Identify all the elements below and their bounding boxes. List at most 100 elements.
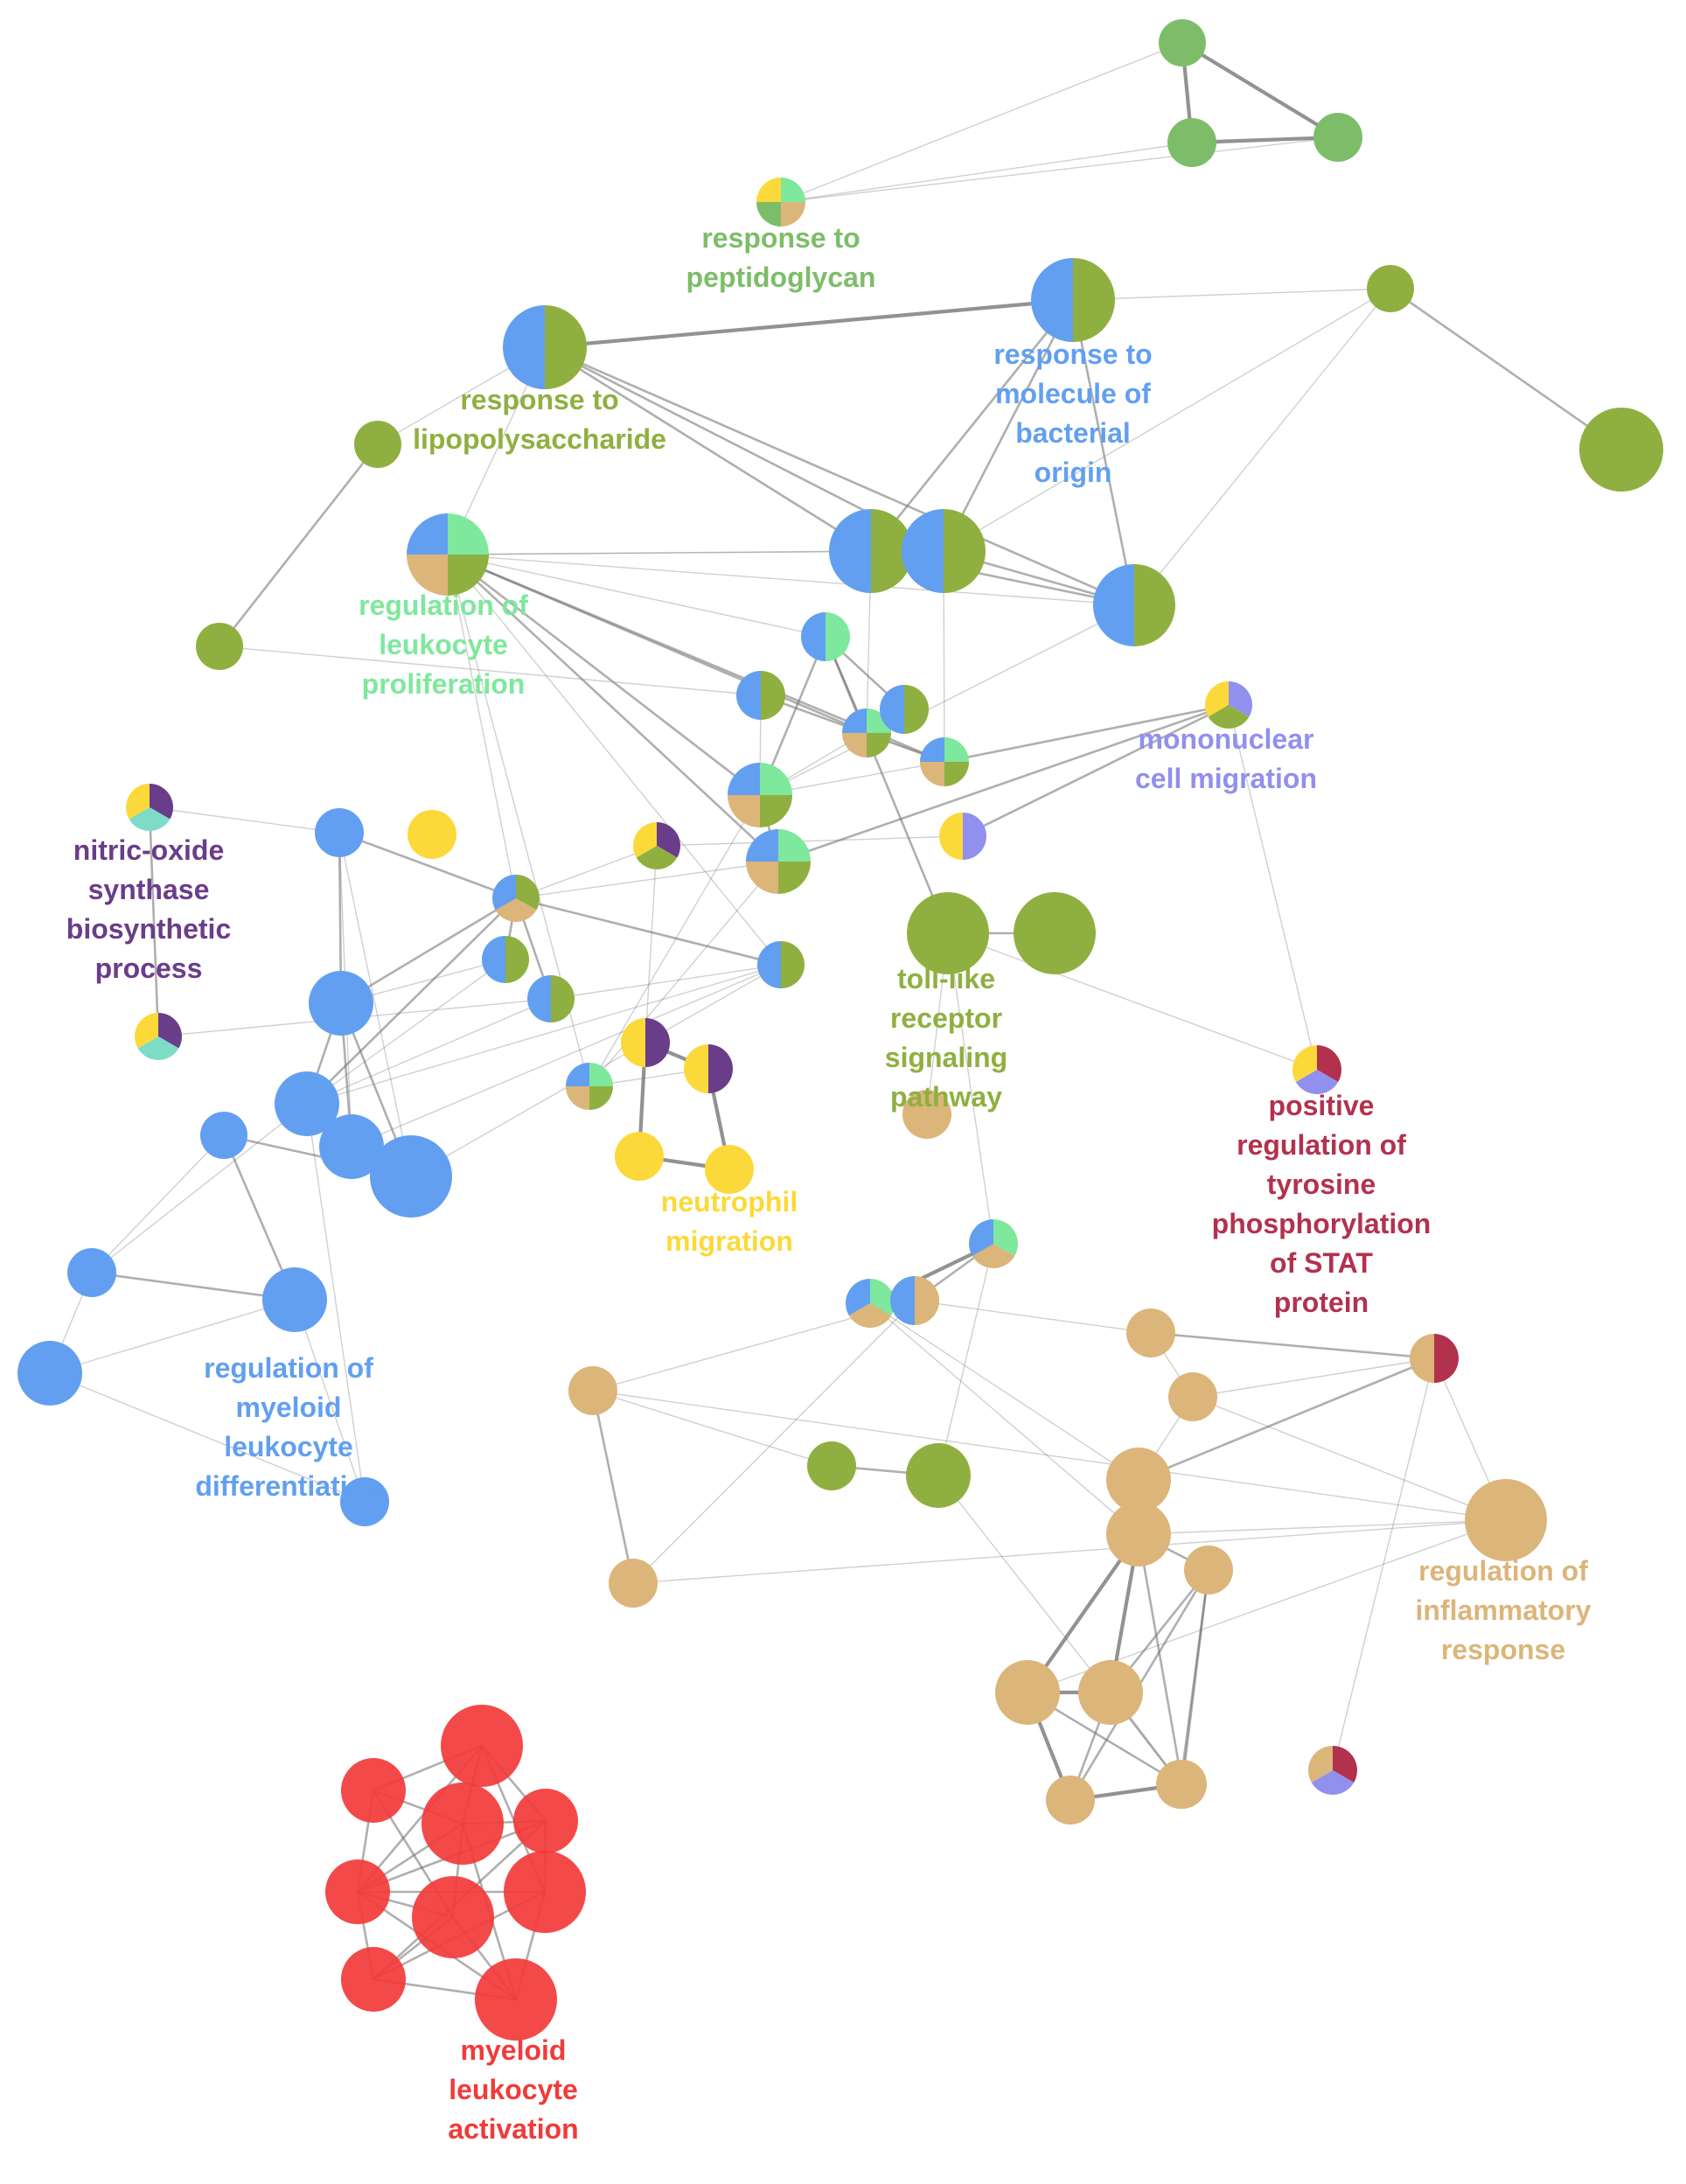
node-b10[interactable] — [370, 1135, 452, 1218]
node-r3[interactable] — [513, 1789, 578, 1853]
node-mono[interactable] — [1205, 681, 1253, 729]
node-stat1[interactable] — [1292, 1045, 1341, 1094]
node-y4[interactable] — [615, 1132, 664, 1181]
node-q3[interactable] — [890, 1276, 939, 1325]
node-lps[interactable] — [503, 305, 587, 389]
node-t7[interactable] — [1106, 1502, 1171, 1566]
node-t10[interactable] — [1078, 1660, 1143, 1725]
node-b8[interactable] — [275, 1071, 339, 1136]
node-p6[interactable] — [728, 763, 792, 827]
node-b11[interactable] — [200, 1112, 247, 1159]
edge-mono-p5 — [944, 703, 1230, 764]
node-g3[interactable] — [1313, 113, 1362, 162]
edge-p8-p9 — [656, 835, 964, 847]
node-p9[interactable] — [633, 822, 681, 869]
node-r9[interactable] — [475, 1958, 557, 2041]
node-r1[interactable] — [441, 1705, 523, 1787]
node-t2[interactable] — [1126, 1308, 1175, 1357]
node-r7[interactable] — [412, 1876, 494, 1958]
node-p4[interactable] — [880, 685, 929, 734]
node-nos1[interactable] — [126, 784, 173, 831]
node-t9[interactable] — [995, 1660, 1060, 1725]
edge-g1-g3 — [1181, 41, 1340, 139]
node-t14[interactable] — [1158, 1760, 1207, 1809]
node-tlr2[interactable] — [1014, 892, 1096, 974]
node-p7[interactable] — [746, 829, 811, 894]
node-r6[interactable] — [504, 1851, 586, 1933]
node-m3-slice-olive — [1134, 564, 1175, 646]
node-o6[interactable] — [906, 1443, 971, 1508]
node-y3[interactable] — [684, 1044, 733, 1093]
node-b9[interactable] — [319, 1114, 384, 1179]
edge-o3-bac — [1072, 288, 1391, 301]
node-b1-disc — [315, 808, 364, 857]
node-o5[interactable] — [807, 1441, 856, 1490]
node-stat2[interactable] — [1410, 1334, 1459, 1383]
node-p2[interactable] — [736, 671, 785, 720]
node-q1[interactable] — [969, 1219, 1018, 1268]
edge-b1-b10 — [338, 832, 412, 1177]
node-m3[interactable] — [1093, 564, 1175, 646]
node-o4[interactable] — [1579, 408, 1663, 492]
node-t12[interactable] — [1046, 1776, 1095, 1825]
node-g1[interactable] — [1159, 19, 1206, 66]
node-m1[interactable] — [829, 509, 913, 593]
node-b5[interactable] — [566, 1063, 613, 1110]
node-b4[interactable] — [527, 975, 575, 1022]
lbl-inflammatory-line: regulation of — [1418, 1555, 1588, 1587]
node-b14[interactable] — [17, 1341, 82, 1406]
node-b2[interactable] — [492, 875, 540, 922]
node-y5-disc — [705, 1145, 754, 1194]
node-y2-slice-yellow — [621, 1018, 645, 1067]
node-t11[interactable] — [1465, 1479, 1547, 1561]
node-o3[interactable] — [1367, 265, 1414, 312]
lbl-stat-line: tyrosine — [1267, 1169, 1376, 1200]
node-p3-slice-lightgreen — [867, 708, 891, 733]
node-y5[interactable] — [705, 1145, 754, 1194]
node-b12[interactable] — [262, 1267, 327, 1332]
node-b1[interactable] — [315, 808, 364, 857]
node-p1[interactable] — [801, 612, 850, 661]
node-pep[interactable] — [756, 178, 805, 227]
node-t3[interactable] — [1168, 1372, 1217, 1421]
node-b6[interactable] — [309, 971, 373, 1036]
node-y1[interactable] — [408, 810, 456, 859]
node-p3[interactable] — [842, 708, 891, 757]
node-r4[interactable] — [422, 1783, 504, 1865]
node-t5[interactable] — [609, 1559, 658, 1608]
node-r8[interactable] — [341, 1947, 406, 2012]
node-q2[interactable] — [846, 1279, 895, 1328]
node-tlr1[interactable] — [907, 892, 989, 974]
node-p5[interactable] — [920, 737, 969, 786]
node-stat3[interactable] — [1308, 1746, 1357, 1796]
node-rlp[interactable] — [407, 513, 489, 596]
node-p7-slice-blue — [746, 829, 778, 862]
edge-t2-stat2 — [1150, 1331, 1435, 1360]
node-t4[interactable] — [568, 1366, 617, 1415]
node-o2[interactable] — [196, 623, 243, 670]
edge-rlp-b7 — [447, 554, 782, 966]
node-p3-slice-olive — [867, 733, 891, 757]
edge-p1-tlr1 — [824, 636, 950, 934]
node-b7[interactable] — [757, 941, 805, 988]
node-b3[interactable] — [482, 936, 529, 983]
node-t6[interactable] — [1106, 1448, 1171, 1512]
node-stat1-slice-lavender — [1295, 1070, 1339, 1094]
node-m2[interactable] — [902, 509, 986, 593]
node-bac[interactable] — [1031, 258, 1115, 342]
node-o1[interactable] — [354, 421, 401, 468]
node-nos2[interactable] — [135, 1013, 182, 1060]
edge-q3-t5 — [632, 1300, 916, 1584]
node-y2[interactable] — [621, 1018, 670, 1067]
node-r7-disc — [412, 1876, 494, 1958]
node-b13[interactable] — [67, 1248, 116, 1297]
edge-rlp-m3 — [447, 554, 1135, 606]
node-r5[interactable] — [325, 1860, 390, 1924]
node-t8[interactable] — [1184, 1546, 1233, 1594]
node-b15[interactable] — [340, 1477, 389, 1526]
node-g2[interactable] — [1167, 118, 1216, 167]
node-p8[interactable] — [939, 813, 986, 860]
node-r2[interactable] — [341, 1758, 406, 1823]
node-t1[interactable] — [902, 1090, 951, 1139]
edge-mono-p7 — [777, 703, 1230, 863]
